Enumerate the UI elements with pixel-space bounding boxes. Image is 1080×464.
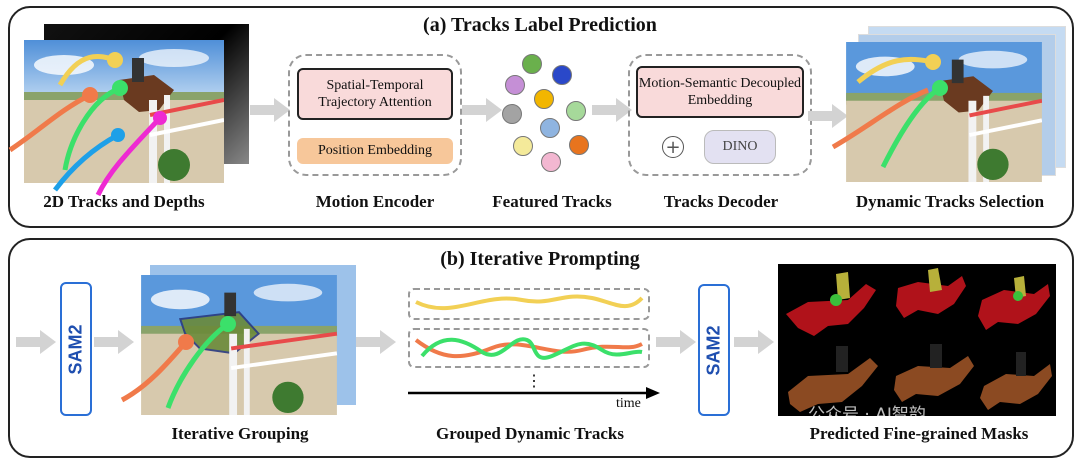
feature-dot bbox=[505, 75, 525, 95]
mask-row-rgb bbox=[788, 344, 1052, 412]
horse-mask bbox=[978, 284, 1050, 330]
horse-mask bbox=[786, 284, 876, 336]
horse-rgb bbox=[788, 358, 878, 412]
caption-featured-tracks: Featured Tracks bbox=[492, 192, 612, 211]
time-axis-label: time bbox=[616, 396, 641, 411]
track-blue-point bbox=[111, 128, 125, 142]
selected-tracks-overlay bbox=[831, 54, 948, 169]
track-orange bbox=[831, 87, 929, 150]
rider-mask bbox=[928, 268, 942, 292]
grouping-frame-image bbox=[136, 275, 342, 415]
track-yellow-point bbox=[107, 52, 123, 68]
add-operator-icon: + bbox=[662, 136, 684, 158]
flow-arrow-b4 bbox=[656, 330, 696, 354]
track-group-1 bbox=[408, 288, 650, 320]
feature-dot bbox=[540, 118, 560, 138]
flow-arrow-4 bbox=[808, 104, 848, 128]
track-yellow bbox=[856, 56, 934, 84]
flow-arrow-3 bbox=[592, 98, 632, 122]
motion-encoder-box bbox=[288, 54, 462, 176]
track-group-2 bbox=[408, 328, 650, 368]
motion-semantic-embedding-block: Motion-Semantic Decoupled Embedding bbox=[636, 66, 804, 118]
track-green-point bbox=[220, 316, 236, 332]
mask-row-segmentation bbox=[786, 268, 1050, 336]
rider-rgb bbox=[1016, 352, 1026, 376]
feature-dot bbox=[534, 89, 554, 109]
sam2-label-right: SAM2 bbox=[703, 324, 724, 376]
prompt-point bbox=[1013, 291, 1023, 301]
horse-rgb bbox=[894, 356, 974, 402]
feature-dot bbox=[502, 104, 522, 124]
track-green bbox=[880, 85, 942, 169]
rider-mask bbox=[836, 272, 850, 300]
horse-jump-scene bbox=[141, 275, 338, 415]
feature-dot bbox=[569, 135, 589, 155]
rider-rgb bbox=[836, 346, 848, 372]
track-orange-point bbox=[178, 334, 194, 350]
watermark: 公众号 · AI智韵 bbox=[808, 405, 926, 425]
caption-iterative-grouping: Iterative Grouping bbox=[171, 424, 309, 443]
track-orange-point bbox=[82, 87, 98, 103]
caption-dynamic-selection: Dynamic Tracks Selection bbox=[855, 192, 1045, 211]
feature-dot bbox=[522, 54, 542, 74]
sam2-label-left: SAM2 bbox=[65, 323, 86, 375]
flow-arrow-b2 bbox=[94, 330, 134, 354]
flow-arrow-1 bbox=[250, 98, 290, 122]
feature-dot bbox=[541, 152, 561, 172]
more-groups-ellipsis: ⋮ bbox=[526, 373, 542, 390]
sam2-block-right: SAM2 bbox=[698, 284, 730, 416]
track-group-1-curve bbox=[415, 294, 644, 311]
track-magenta-point bbox=[153, 111, 167, 125]
track-yellow bbox=[415, 294, 644, 311]
caption-motion-encoder: Motion Encoder bbox=[315, 192, 435, 211]
predicted-masks-image bbox=[778, 264, 1056, 416]
horse-rgb bbox=[980, 364, 1052, 410]
track-orange bbox=[8, 92, 92, 153]
flow-arrow-b1 bbox=[16, 330, 56, 354]
caption-predicted-masks: Predicted Fine-grained Masks bbox=[809, 424, 1029, 443]
caption-grouped-tracks: Grouped Dynamic Tracks bbox=[436, 424, 624, 443]
track-magenta bbox=[95, 116, 162, 197]
caption-tracks-decoder: Tracks Decoder bbox=[663, 192, 779, 211]
track-yellow bbox=[57, 53, 116, 87]
grouping-tracks-overlay bbox=[120, 316, 236, 409]
track-green bbox=[420, 337, 643, 360]
sam2-block-left: SAM2 bbox=[60, 282, 92, 416]
feature-dot bbox=[566, 101, 586, 121]
panel-a-title: (a) Tracks Label Prediction bbox=[423, 14, 657, 36]
track-green-point bbox=[932, 80, 948, 96]
time-axis-arrow bbox=[408, 387, 660, 399]
feature-dot bbox=[552, 65, 572, 85]
rider-rgb bbox=[930, 344, 942, 368]
tracks-overlay bbox=[8, 52, 167, 197]
track-green bbox=[165, 321, 230, 409]
caption-2d-tracks: 2D Tracks and Depths bbox=[43, 192, 205, 211]
flow-arrow-2 bbox=[462, 98, 502, 122]
spatial-temporal-attention-block: Spatial-Temporal Trajectory Attention bbox=[297, 68, 453, 120]
position-embedding-block: Position Embedding bbox=[297, 138, 453, 164]
track-group-2-curves bbox=[414, 337, 643, 360]
track-green-point bbox=[112, 80, 128, 96]
mask-grid bbox=[786, 268, 1052, 412]
track-yellow-point bbox=[925, 54, 941, 70]
horse-mask bbox=[896, 276, 966, 318]
track-blue bbox=[53, 132, 120, 192]
flow-arrow-b3 bbox=[356, 330, 396, 354]
panel-b-title: (b) Iterative Prompting bbox=[440, 248, 640, 270]
dino-feature-block: DINO bbox=[704, 130, 776, 164]
prompt-point bbox=[830, 294, 842, 306]
feature-dot bbox=[513, 136, 533, 156]
track-green bbox=[62, 85, 122, 171]
flow-arrow-b5 bbox=[734, 330, 774, 354]
